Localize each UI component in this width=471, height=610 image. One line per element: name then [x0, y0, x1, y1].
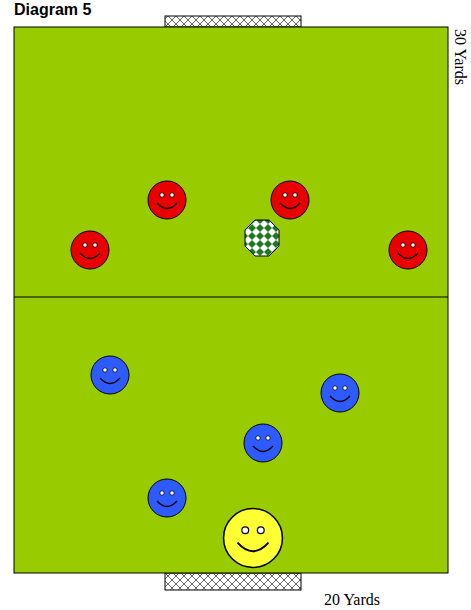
diagram-title: Diagram 5	[14, 1, 91, 19]
red-players	[71, 181, 427, 269]
dimension-label: 30 Yards	[451, 29, 469, 85]
goalkeeper	[224, 509, 283, 568]
goal	[165, 16, 301, 27]
field	[14, 27, 448, 573]
blue-players	[91, 356, 359, 517]
goal	[165, 573, 301, 590]
halfway-line	[14, 296, 448, 297]
ball	[245, 220, 279, 256]
dimension-label: 20 Yards	[324, 591, 380, 609]
